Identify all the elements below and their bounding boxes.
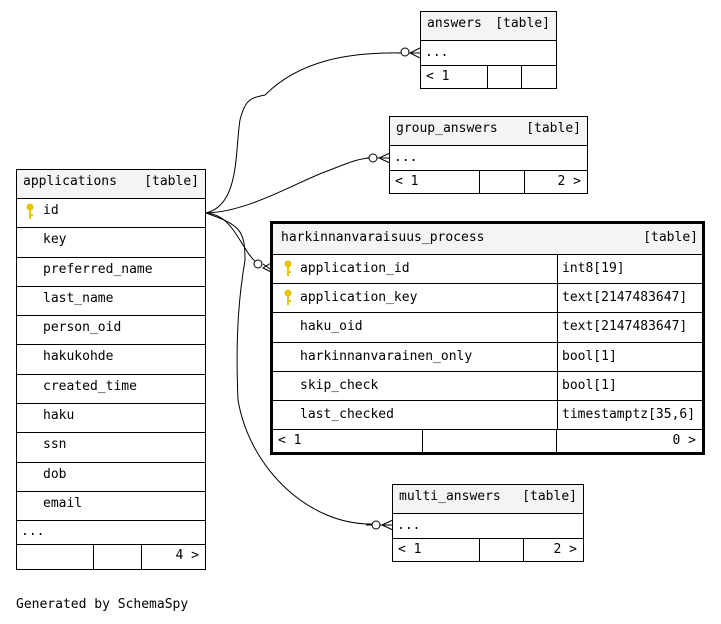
table-header: answers [table] bbox=[421, 12, 556, 41]
crowfoot bbox=[377, 152, 391, 164]
more-columns: ... bbox=[394, 150, 418, 165]
edge-applications-harkinnanvaraisuus bbox=[205, 212, 259, 265]
column-name: application_key bbox=[300, 290, 418, 306]
table-header: harkinnanvaraisuus_process [table] bbox=[273, 224, 702, 255]
column-name: ssn bbox=[43, 437, 67, 453]
edge-applications-answers bbox=[205, 52, 404, 214]
table-kind: [table] bbox=[522, 489, 577, 504]
column-name: haku_oid bbox=[300, 319, 363, 335]
column-row: last_checked timestamptz[35,6] bbox=[273, 400, 702, 431]
crowfoot bbox=[380, 519, 394, 531]
edge-applications-multi-answers bbox=[205, 212, 373, 525]
column-row: email bbox=[17, 492, 205, 522]
column-row: last_name bbox=[17, 287, 205, 317]
footer-left: < 1 bbox=[398, 542, 422, 557]
column-row: created_time bbox=[17, 375, 205, 405]
footer-right: 2 > bbox=[557, 174, 581, 189]
column-name: dob bbox=[43, 466, 67, 482]
more-columns-row: ... bbox=[17, 521, 205, 546]
table-name: applications bbox=[23, 174, 117, 189]
table-footer: < 1 bbox=[421, 66, 556, 88]
table-kind: [table] bbox=[526, 121, 581, 136]
column-row: haku bbox=[17, 404, 205, 434]
table-multi-answers[interactable]: multi_answers [table] ... < 1 2 > bbox=[392, 484, 584, 562]
column-name: key bbox=[43, 232, 67, 248]
table-group-answers[interactable]: group_answers [table] ... < 1 2 > bbox=[389, 116, 588, 194]
column-row: key bbox=[17, 228, 205, 258]
key-icon bbox=[26, 203, 34, 219]
table-header: group_answers [table] bbox=[390, 117, 587, 146]
footer-left: < 1 bbox=[395, 174, 419, 189]
column-row: preferred_name bbox=[17, 258, 205, 287]
table-harkinnanvaraisuus-process[interactable]: harkinnanvaraisuus_process [table] appli… bbox=[270, 221, 705, 455]
table-applications[interactable]: applications [table] id key preferred_na… bbox=[16, 169, 206, 570]
cardinality-circle bbox=[368, 153, 378, 163]
table-header: multi_answers [table] bbox=[393, 485, 583, 514]
column-name: email bbox=[43, 495, 83, 511]
column-row: skip_check bool[1] bbox=[273, 371, 702, 401]
table-kind: [table] bbox=[643, 230, 698, 245]
footer-left: < 1 bbox=[426, 69, 450, 84]
footer-left: < 1 bbox=[278, 433, 302, 449]
table-name: group_answers bbox=[396, 121, 498, 136]
table-header: applications [table] bbox=[17, 170, 205, 199]
column-type: bool[1] bbox=[562, 348, 617, 364]
more-columns-row: ... bbox=[393, 514, 583, 539]
column-name: preferred_name bbox=[43, 261, 153, 277]
table-name: answers bbox=[427, 16, 482, 31]
column-name: harkinnanvarainen_only bbox=[300, 348, 473, 364]
more-columns: ... bbox=[21, 524, 45, 540]
table-footer: < 1 2 > bbox=[390, 171, 587, 193]
column-type: text[2147483647] bbox=[562, 290, 688, 306]
column-name: hakukohde bbox=[43, 349, 114, 365]
column-name: haku bbox=[43, 408, 75, 424]
column-type: bool[1] bbox=[562, 377, 617, 393]
column-name: id bbox=[43, 203, 59, 218]
generated-by-label: Generated by SchemaSpy bbox=[16, 597, 189, 612]
table-footer: < 1 0 > bbox=[273, 430, 702, 455]
column-row: hakukohde bbox=[17, 345, 205, 375]
column-type: text[2147483647] bbox=[562, 319, 688, 335]
column-type: timestamptz[35,6] bbox=[562, 406, 696, 422]
column-name: skip_check bbox=[300, 377, 379, 393]
column-row: harkinnanvarainen_only bool[1] bbox=[273, 342, 702, 372]
table-kind: [table] bbox=[495, 16, 550, 31]
column-row: haku_oid text[2147483647] bbox=[273, 313, 702, 343]
column-row: application_key text[2147483647] bbox=[273, 284, 702, 314]
crowfoot bbox=[261, 262, 272, 273]
key-icon bbox=[284, 289, 292, 306]
more-columns-row: ... bbox=[421, 41, 556, 66]
table-answers[interactable]: answers [table] ... < 1 bbox=[420, 11, 557, 89]
column-name: application_id bbox=[300, 261, 410, 276]
more-columns: ... bbox=[425, 45, 449, 60]
column-row: dob bbox=[17, 463, 205, 492]
table-footer: 4 > bbox=[17, 545, 205, 570]
column-type: int8[19] bbox=[562, 261, 625, 276]
more-columns: ... bbox=[397, 518, 421, 533]
column-row: ssn bbox=[17, 433, 205, 463]
cardinality-circle bbox=[371, 520, 381, 530]
table-name: harkinnanvaraisuus_process bbox=[281, 230, 485, 245]
footer-right: 0 > bbox=[672, 433, 696, 449]
column-name: created_time bbox=[43, 378, 137, 394]
cardinality-circle bbox=[400, 47, 410, 57]
column-row: id bbox=[17, 199, 205, 229]
footer-right: 4 > bbox=[175, 548, 199, 564]
column-name: last_name bbox=[43, 290, 114, 306]
more-columns-row: ... bbox=[390, 146, 587, 171]
table-footer: < 1 2 > bbox=[393, 539, 583, 561]
column-name: person_oid bbox=[43, 320, 122, 336]
footer-right: 2 > bbox=[553, 542, 577, 557]
edge-applications-group-answers bbox=[205, 157, 373, 214]
table-kind: [table] bbox=[144, 174, 199, 189]
key-icon bbox=[284, 260, 292, 276]
crowfoot bbox=[408, 47, 421, 59]
column-row: application_id int8[19] bbox=[273, 255, 702, 285]
column-row: person_oid bbox=[17, 316, 205, 346]
table-name: multi_answers bbox=[399, 489, 501, 504]
column-name: last_checked bbox=[300, 406, 394, 422]
cardinality-circle bbox=[253, 259, 263, 269]
